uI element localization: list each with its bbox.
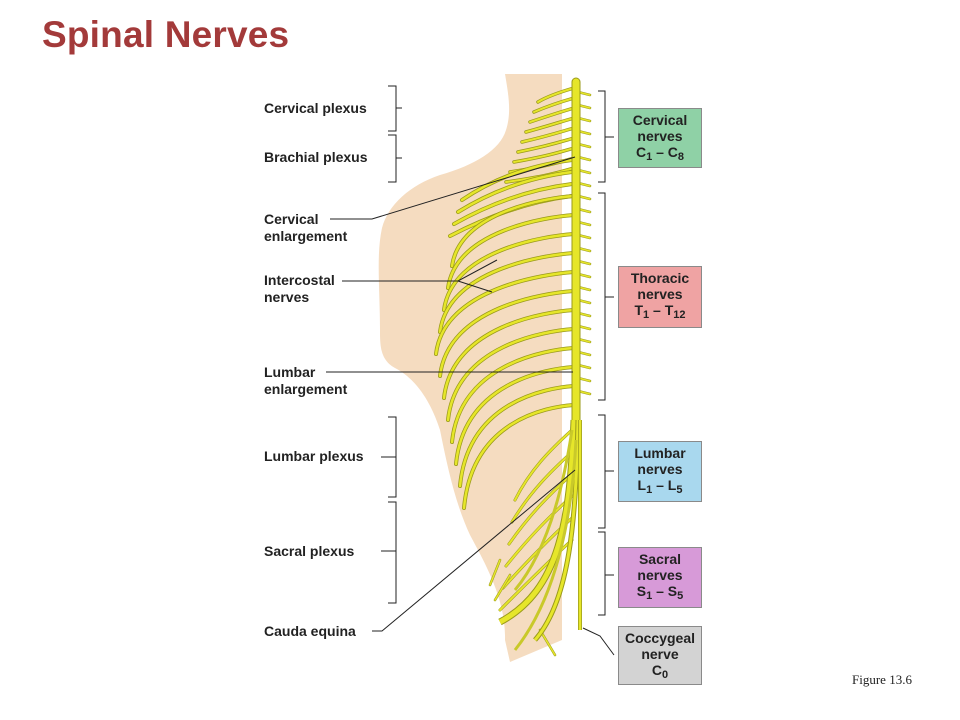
- group-line2: nerve: [641, 646, 679, 662]
- box-thoracic-nerves: Thoracic nerves T1 – T12: [618, 266, 702, 328]
- label-intercostal-nerves: Intercostal nerves: [264, 272, 335, 306]
- label-lumbar-enlargement: Lumbar enlargement: [264, 364, 347, 398]
- nerve-branch: [438, 251, 576, 334]
- group-range: L1 – L5: [637, 477, 683, 496]
- group-range: T1 – T12: [634, 302, 686, 321]
- nerve-branch: [513, 147, 575, 163]
- nerve-branch: [533, 97, 575, 113]
- label-line: Lumbar: [264, 364, 316, 380]
- group-line2: nerves: [637, 286, 683, 302]
- nerve-branch: [529, 107, 575, 123]
- nerve-branch: [511, 451, 573, 523]
- nerve-branch: [446, 213, 576, 290]
- label-cervical-plexus: Cervical plexus: [264, 100, 367, 116]
- nerve-branch: [499, 539, 573, 611]
- leader-lines: [326, 85, 615, 656]
- box-lumbar-nerves: Lumbar nerves L1 – L5: [618, 441, 702, 502]
- label-sacral-plexus: Sacral plexus: [264, 543, 355, 559]
- nerve-branch: [517, 137, 575, 153]
- group-range: C1 – C8: [635, 144, 685, 163]
- label-lumbar-plexus: Lumbar plexus: [264, 448, 364, 464]
- box-coccygeal-nerve: Coccygeal nerve C0: [618, 626, 702, 685]
- label-cauda-equina: Cauda equina: [264, 623, 356, 639]
- nerve-branch: [438, 289, 576, 378]
- label-line: Intercostal: [264, 272, 335, 288]
- label-brachial-plexus: Brachial plexus: [264, 149, 368, 165]
- label-cervical-enlargement: Cervical enlargement: [264, 211, 347, 245]
- group-name: Coccygeal: [624, 630, 696, 646]
- nerve-branch: [450, 194, 576, 268]
- label-line: enlargement: [264, 381, 348, 397]
- nerve-branch: [458, 384, 576, 488]
- nerve-branch: [494, 574, 511, 601]
- nerve-branch: [537, 87, 575, 103]
- nerve-branch: [489, 559, 501, 586]
- group-name: Sacral: [638, 551, 682, 567]
- group-range: S1 – S5: [636, 583, 684, 602]
- group-line2: nerves: [637, 461, 683, 477]
- nerve-branch: [521, 127, 575, 143]
- nerve-branch: [452, 182, 574, 226]
- nerve-branch: [442, 308, 576, 400]
- nerve-branch: [454, 365, 576, 466]
- label-line: Cervical: [264, 211, 319, 227]
- cauda-equina-strands: [498, 419, 582, 651]
- nerve-branch: [446, 327, 576, 422]
- nerve-branch: [450, 346, 576, 444]
- nerve-branch: [508, 473, 573, 545]
- label-line: enlargement: [264, 228, 348, 244]
- nerve-branch: [525, 117, 575, 133]
- nerve-branch: [462, 403, 576, 510]
- group-range: C0: [651, 662, 669, 681]
- slide-title: Spinal Nerves: [42, 14, 290, 55]
- group-name: Cervical: [632, 112, 688, 128]
- nerve-branch: [442, 232, 576, 312]
- nerve-branch: [434, 270, 576, 356]
- nerve-branch: [514, 429, 573, 501]
- group-name: Thoracic: [630, 270, 690, 286]
- figure-caption: Figure 13.6: [852, 672, 912, 687]
- nerve-branches: [434, 86, 592, 657]
- box-sacral-nerves: Sacral nerves S1 – S5: [618, 547, 702, 608]
- group-line2: nerves: [637, 567, 683, 583]
- group-line2: nerves: [637, 128, 683, 144]
- group-name: Lumbar: [634, 445, 686, 461]
- box-cervical-nerves: Cervical nerves C1 – C8: [618, 108, 702, 168]
- label-line: nerves: [264, 289, 310, 305]
- nerve-branch: [456, 170, 574, 214]
